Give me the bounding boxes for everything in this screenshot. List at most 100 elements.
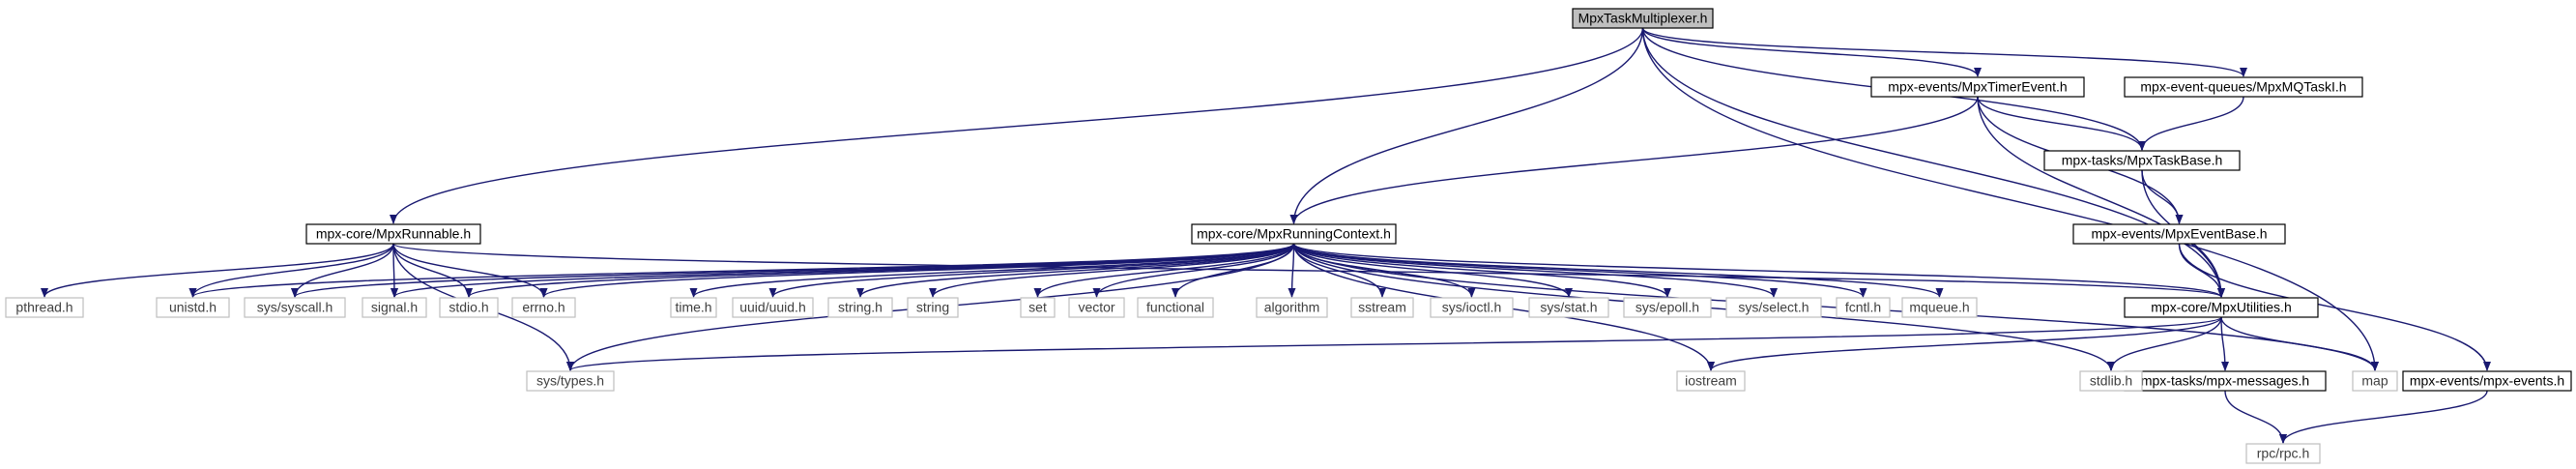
node-map: map bbox=[2352, 370, 2398, 392]
edge-runnable-to-errno bbox=[392, 243, 548, 298]
edge-rctx-to-algorithm bbox=[1288, 243, 1296, 298]
node-mqtask[interactable]: mpx-event-queues/MpxMQTaskI.h bbox=[2124, 76, 2363, 98]
node-box-functional bbox=[1137, 297, 1214, 318]
node-box-utils bbox=[2124, 297, 2319, 318]
edge-utils-to-iostream bbox=[1707, 316, 2222, 371]
node-label-iostream: iostream bbox=[1685, 373, 1737, 389]
node-label-stringh: string.h bbox=[838, 300, 883, 315]
node-eventbase[interactable]: mpx-events/MpxEventBase.h bbox=[2072, 223, 2286, 245]
node-box-string bbox=[907, 297, 959, 318]
node-label-signal: signal.h bbox=[371, 300, 418, 315]
node-box-runnable bbox=[305, 223, 481, 245]
edge-root-to-map bbox=[1641, 27, 2379, 371]
node-label-epoll: sys/epoll.h bbox=[1635, 300, 1699, 315]
node-box-mqueue bbox=[1901, 297, 1978, 318]
edge-utils-to-map bbox=[2220, 316, 2379, 371]
node-label-time: time.h bbox=[675, 300, 711, 315]
node-box-systypes bbox=[526, 370, 615, 392]
node-box-rctx bbox=[1191, 223, 1397, 245]
node-mqueue: mqueue.h bbox=[1901, 297, 1978, 318]
node-sstream: sstream bbox=[1350, 297, 1414, 318]
edge-timer-to-taskbase bbox=[1977, 96, 2146, 151]
node-vector: vector bbox=[1068, 297, 1125, 318]
node-label-set: set bbox=[1028, 300, 1047, 315]
node-label-stat: sys/stat.h bbox=[1540, 300, 1597, 315]
node-box-mpxevents bbox=[2402, 370, 2572, 392]
node-box-fcntl bbox=[1836, 297, 1891, 318]
edge-root-to-utils bbox=[1641, 27, 2225, 298]
node-utils[interactable]: mpx-core/MpxUtilities.h bbox=[2124, 297, 2319, 318]
node-string: string bbox=[907, 297, 959, 318]
node-label-root: MpxTaskMultiplexer.h bbox=[1578, 11, 1708, 26]
node-systypes: sys/types.h bbox=[526, 370, 615, 392]
node-box-vector bbox=[1068, 297, 1125, 318]
node-ioctl: sys/ioctl.h bbox=[1430, 297, 1514, 318]
edge-root-to-rctx bbox=[1289, 27, 1644, 224]
node-syscall: sys/syscall.h bbox=[244, 297, 346, 318]
node-time: time.h bbox=[670, 297, 717, 318]
edge-runnable-to-stdio bbox=[392, 243, 473, 298]
node-timer[interactable]: mpx-events/MpxTimerEvent.h bbox=[1870, 76, 2085, 98]
node-box-stdlib bbox=[2079, 370, 2143, 392]
node-label-mqtask: mpx-event-queues/MpxMQTaskI.h bbox=[2140, 79, 2346, 95]
node-label-stdlib: stdlib.h bbox=[2090, 373, 2132, 389]
edge-rctx-to-utils bbox=[1292, 243, 2225, 298]
node-label-mpxevents: mpx-events/mpx-events.h bbox=[2410, 373, 2564, 389]
node-label-uuid: uuid/uuid.h bbox=[739, 300, 806, 315]
node-iostream: iostream bbox=[1676, 370, 1746, 392]
edge-rctx-to-uuid bbox=[768, 243, 1295, 298]
node-label-functional: functional bbox=[1146, 300, 1204, 315]
node-stringh: string.h bbox=[827, 297, 893, 318]
node-mpxevents[interactable]: mpx-events/mpx-events.h bbox=[2402, 370, 2572, 392]
node-box-stdio bbox=[439, 297, 499, 318]
node-rctx[interactable]: mpx-core/MpxRunningContext.h bbox=[1191, 223, 1397, 245]
node-label-errno: errno.h bbox=[522, 300, 564, 315]
node-box-sstream bbox=[1350, 297, 1414, 318]
node-label-vector: vector bbox=[1078, 300, 1114, 315]
node-pthread: pthread.h bbox=[5, 297, 84, 318]
node-box-time bbox=[670, 297, 717, 318]
node-label-runnable: mpx-core/MpxRunnable.h bbox=[316, 226, 471, 242]
node-signal: signal.h bbox=[362, 297, 427, 318]
node-label-systypes: sys/types.h bbox=[536, 373, 604, 389]
edge-utils-to-stdlib bbox=[2107, 316, 2222, 371]
node-box-uuid bbox=[732, 297, 814, 318]
node-label-select: sys/select.h bbox=[1738, 300, 1809, 315]
edge-runnable-to-pthread bbox=[41, 243, 394, 298]
edge-utils-to-messages bbox=[2220, 316, 2229, 371]
edge-rctx-to-select bbox=[1292, 243, 1778, 298]
nodes-layer: MpxTaskMultiplexer.h mpx-events/MpxTimerE… bbox=[5, 8, 2572, 464]
node-unistd: unistd.h bbox=[156, 297, 230, 318]
node-messages[interactable]: mpx-tasks/mpx-messages.h bbox=[2124, 370, 2327, 392]
node-label-fcntl: fcntl.h bbox=[1845, 300, 1881, 315]
edge-rctx-to-vector bbox=[1092, 243, 1295, 298]
node-box-unistd bbox=[156, 297, 230, 318]
node-box-root bbox=[1572, 8, 1714, 29]
node-uuid: uuid/uuid.h bbox=[732, 297, 814, 318]
edge-runnable-to-utils bbox=[392, 243, 2225, 298]
edge-rctx-to-mqueue bbox=[1292, 243, 1944, 298]
node-label-eventbase: mpx-events/MpxEventBase.h bbox=[2091, 226, 2267, 242]
node-box-stringh bbox=[827, 297, 893, 318]
node-label-syscall: sys/syscall.h bbox=[257, 300, 333, 315]
node-label-map: map bbox=[2361, 373, 2388, 389]
node-taskbase[interactable]: mpx-tasks/MpxTaskBase.h bbox=[2043, 150, 2241, 171]
edge-rctx-to-string bbox=[929, 243, 1295, 298]
node-set: set bbox=[1020, 297, 1056, 318]
edge-eventbase-to-mpxevents bbox=[2178, 243, 2491, 371]
node-rpc: rpc/rpc.h bbox=[2245, 443, 2321, 464]
edge-messages-to-rpc bbox=[2224, 390, 2287, 444]
node-root[interactable]: MpxTaskMultiplexer.h bbox=[1572, 8, 1714, 29]
node-box-set bbox=[1020, 297, 1056, 318]
node-epoll: sys/epoll.h bbox=[1623, 297, 1712, 318]
edge-rctx-to-epoll bbox=[1292, 243, 1671, 298]
node-box-select bbox=[1725, 297, 1822, 318]
edge-rctx-to-stat bbox=[1292, 243, 1573, 298]
node-label-algorithm: algorithm bbox=[1264, 300, 1320, 315]
node-label-messages: mpx-tasks/mpx-messages.h bbox=[2141, 373, 2309, 389]
edge-root-to-runnable bbox=[390, 27, 1644, 224]
node-runnable[interactable]: mpx-core/MpxRunnable.h bbox=[305, 223, 481, 245]
edge-root-to-timer bbox=[1641, 27, 1982, 77]
node-label-stdio: stdio.h bbox=[449, 300, 488, 315]
node-stdlib: stdlib.h bbox=[2079, 370, 2143, 392]
